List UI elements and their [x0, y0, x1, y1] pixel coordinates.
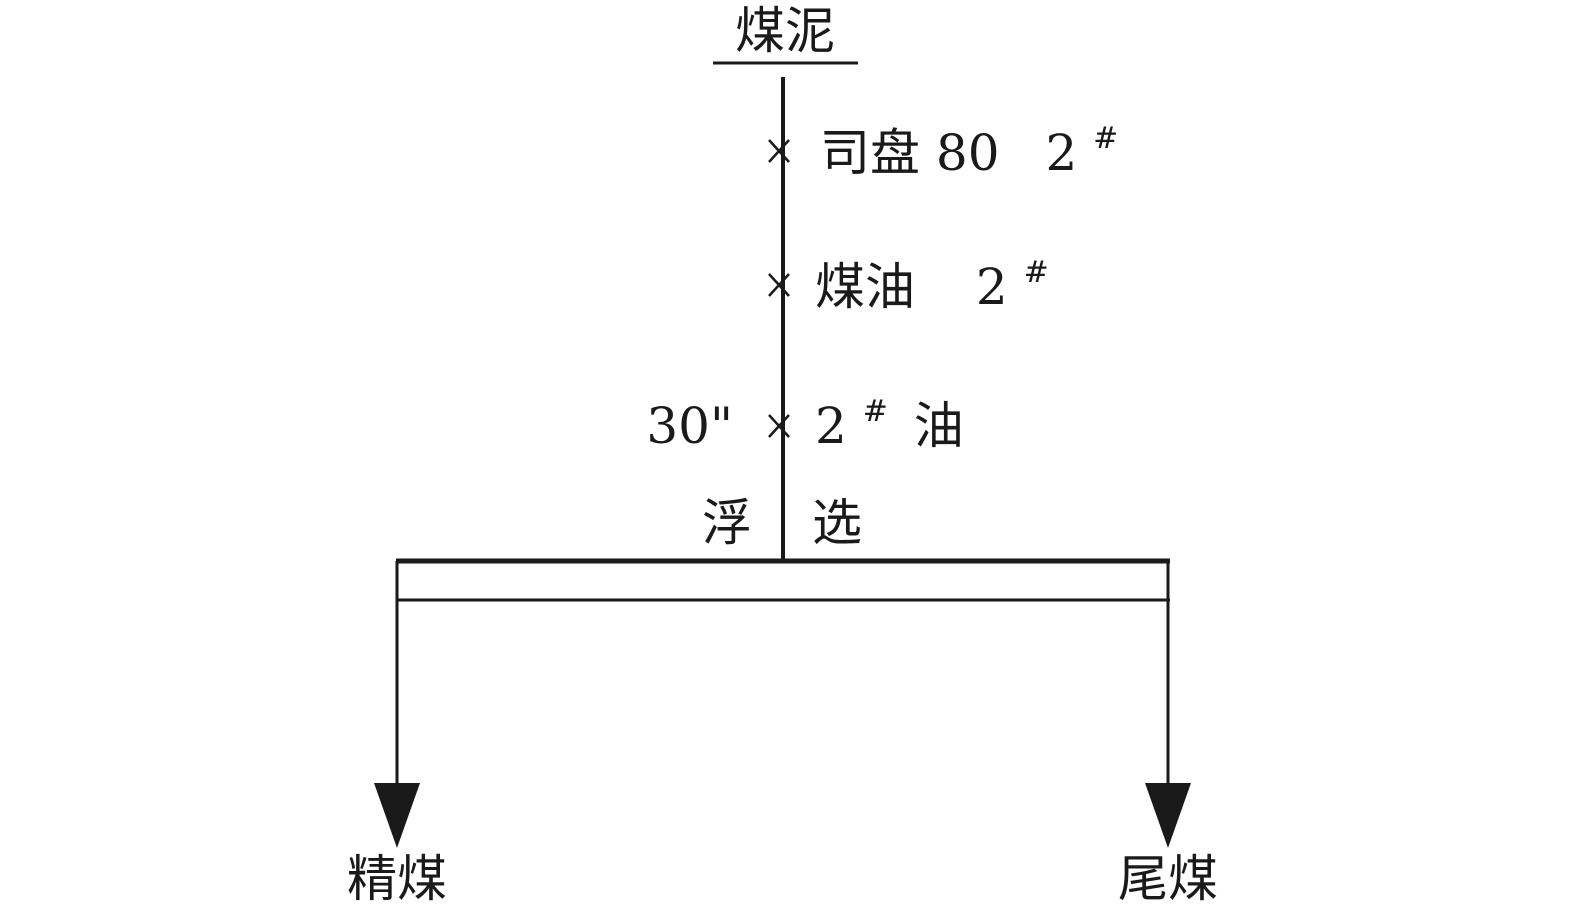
- svg-text:司盘 80 2 #: 司盘 80 2 #: [820, 121, 1118, 182]
- reagent-addition-2: 煤油 2 #: [768, 255, 1049, 316]
- process-label-left: 浮: [702, 494, 752, 552]
- reagent-2-name: 煤油: [815, 258, 915, 316]
- tailings-label: 尾煤: [1118, 850, 1218, 908]
- reagent-addition-1: 司盘 80 2 #: [768, 121, 1118, 182]
- process-label-right: 选: [812, 494, 862, 552]
- conditioning-time: 30": [646, 397, 733, 455]
- reagent-1-number: 2: [1045, 124, 1077, 182]
- flotation-cell: [395, 558, 1170, 602]
- svg-text:煤油 2 #: 煤油 2 #: [815, 255, 1049, 316]
- reagent-1-name: 司盘 80: [820, 124, 1000, 182]
- tailings-flow: [1145, 600, 1191, 848]
- reagent-3-name: 油: [914, 397, 964, 455]
- reagent-3-mark: #: [863, 394, 888, 429]
- reagent-2-number: 2: [976, 258, 1008, 316]
- reagent-addition-3: 30" 2 # 油: [646, 375, 964, 455]
- svg-text:2 # 油: 2 # 油: [815, 375, 964, 455]
- concentrate-label: 精煤: [347, 850, 447, 908]
- reagent-1-mark: #: [1093, 121, 1118, 156]
- reagent-3-number: 2: [815, 397, 847, 455]
- tailings-arrow-icon: [1145, 783, 1191, 848]
- reagent-2-mark: #: [1024, 255, 1049, 290]
- feed-label: 煤泥: [735, 2, 835, 60]
- concentrate-arrow-icon: [374, 783, 420, 848]
- concentrate-flow: [374, 600, 420, 848]
